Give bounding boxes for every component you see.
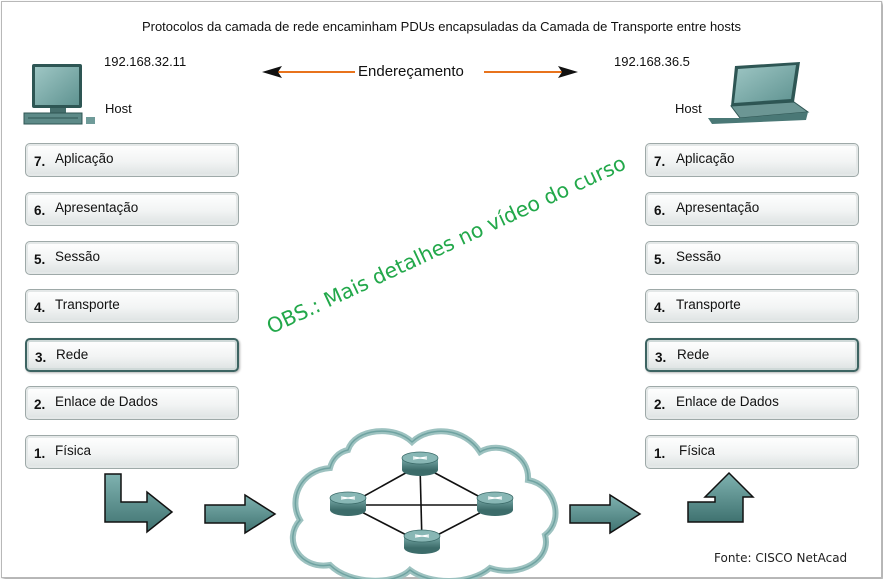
layer-name: Sessão	[676, 249, 722, 264]
right-layer-4: 4. Transporte	[645, 289, 859, 323]
layer-number: 1.	[34, 446, 46, 461]
left-layer-4: 4. Transporte	[25, 289, 239, 323]
layer-number: 4.	[34, 300, 46, 315]
addressing-label: Endereçamento	[358, 63, 464, 80]
desktop-computer-icon	[23, 64, 95, 125]
layer-name: Sessão	[55, 249, 101, 264]
right-layer-3-highlighted: 3. Rede	[645, 338, 859, 372]
layer-name: Aplicação	[676, 151, 735, 166]
layer-number: 1.	[654, 446, 666, 461]
layer-name: Aplicação	[55, 151, 114, 166]
left-layer-6: 6. Apresentação	[25, 192, 239, 226]
router-icon	[476, 491, 514, 516]
router-icon	[403, 529, 441, 554]
addressing-arrow	[262, 66, 578, 78]
layer-number: 3.	[35, 350, 47, 365]
layer-number: 5.	[34, 252, 46, 267]
flow-arrow-right-2	[569, 493, 642, 535]
right-layer-6: 6. Apresentação	[645, 192, 859, 226]
source-credit: Fonte: CISCO NetAcad	[714, 551, 848, 565]
left-layer-1: 1. Física	[25, 435, 239, 469]
layer-number: 6.	[654, 203, 666, 218]
layer-number: 3.	[655, 350, 667, 365]
layer-number: 6.	[34, 203, 46, 218]
layer-name: Apresentação	[55, 200, 139, 215]
layer-name: Física	[679, 443, 716, 458]
layer-name: Enlace de Dados	[55, 394, 158, 409]
left-layer-5: 5. Sessão	[25, 241, 239, 275]
layer-number: 2.	[34, 397, 46, 412]
left-layer-3-highlighted: 3. Rede	[25, 338, 239, 372]
right-layer-1: 1. Física	[645, 435, 859, 469]
layer-name: Transporte	[55, 297, 120, 312]
left-host-label: Host	[105, 101, 132, 116]
flow-arrow-right-up	[687, 471, 755, 523]
left-layer-2: 2. Enlace de Dados	[25, 386, 239, 420]
right-layer-5: 5. Sessão	[645, 241, 859, 275]
flow-arrow-right-1	[204, 493, 277, 535]
laptop-icon	[708, 62, 810, 124]
layer-name: Física	[55, 443, 92, 458]
layer-number: 5.	[654, 252, 666, 267]
layer-number: 4.	[654, 300, 666, 315]
layer-number: 2.	[654, 397, 666, 412]
right-host-label: Host	[675, 101, 702, 116]
layer-number: 7.	[34, 154, 46, 169]
right-host-ip: 192.168.36.5	[614, 54, 690, 69]
router-icon	[401, 451, 439, 476]
layer-name: Rede	[56, 347, 89, 362]
right-layer-2: 2. Enlace de Dados	[645, 386, 859, 420]
layer-name: Rede	[677, 347, 710, 362]
layer-name: Transporte	[676, 297, 741, 312]
diagram-title: Protocolos da camada de rede encaminham …	[141, 19, 742, 34]
right-layer-7: 7. Aplicação	[645, 143, 859, 177]
layer-number: 7.	[654, 154, 666, 169]
layer-name: Apresentação	[676, 200, 760, 215]
flow-arrow-down-right	[104, 473, 174, 534]
left-layer-7: 7. Aplicação	[25, 143, 239, 177]
left-host-ip: 192.168.32.11	[104, 54, 187, 69]
layer-name: Enlace de Dados	[676, 394, 779, 409]
router-icon	[329, 491, 367, 516]
